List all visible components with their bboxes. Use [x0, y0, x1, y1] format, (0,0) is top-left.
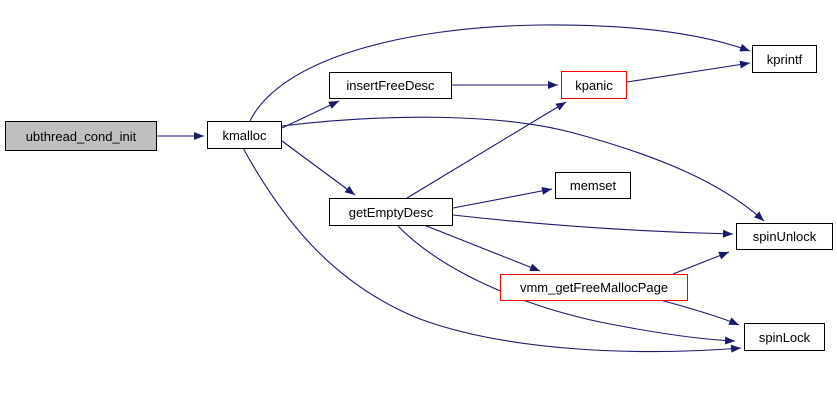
edge-getEmptyDesc-kpanic	[406, 101, 567, 199]
edge-kpanic-kprintf	[626, 60, 751, 83]
edge-getEmptyDesc-memset	[452, 186, 553, 209]
node-spinLock[interactable]: spinLock	[744, 323, 825, 351]
node-kpanic[interactable]: kpanic	[561, 71, 627, 99]
node-vmm_getFreeMallocPage[interactable]: vmm_getFreeMallocPage	[500, 274, 688, 301]
node-kprintf[interactable]: kprintf	[752, 45, 817, 73]
edge-kmalloc-spinLock	[242, 147, 742, 353]
edge-kmalloc-kprintf	[249, 24, 751, 122]
edge-getEmptyDesc-spinUnlock	[452, 214, 734, 238]
node-getEmptyDesc[interactable]: getEmptyDesc	[329, 198, 453, 226]
edge-kmalloc-insertFreeDesc	[281, 100, 340, 129]
node-spinUnlock[interactable]: spinUnlock	[736, 223, 833, 250]
edge-getEmptyDesc-vmm_getFreeMallocPage	[423, 224, 541, 272]
edge-kmalloc-getEmptyDesc	[281, 140, 356, 196]
node-kmalloc[interactable]: kmalloc	[207, 121, 282, 149]
edge-getEmptyDesc-spinLock	[396, 224, 736, 345]
edge-vmm_getFreeMallocPage-spinLock	[659, 299, 740, 326]
node-ubthread_cond_init: ubthread_cond_init	[5, 121, 157, 151]
edge-vmm_getFreeMallocPage-spinUnlock	[672, 251, 730, 275]
edge-kmalloc-spinUnlock	[281, 116, 765, 222]
node-insertFreeDesc[interactable]: insertFreeDesc	[329, 72, 452, 99]
node-memset[interactable]: memset	[555, 172, 631, 199]
